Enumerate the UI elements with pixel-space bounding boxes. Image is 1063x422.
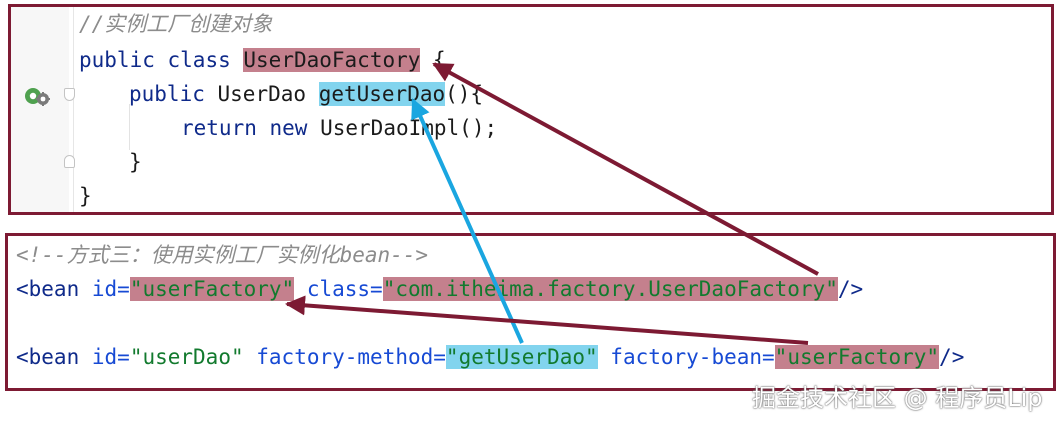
constructor-call: UserDaoImpl(); — [320, 116, 498, 140]
keyword-class: class — [167, 48, 231, 72]
java-comment: //实例工厂创建对象 — [79, 12, 273, 36]
attr-id: id= — [91, 277, 130, 301]
factory-method-value-highlight: "getUserDao" — [445, 345, 598, 369]
class-name-highlight: UserDaoFactory — [243, 48, 421, 72]
class-value-highlight: "com.itheima.factory.UserDaoFactory" — [382, 277, 838, 301]
class-close-brace: } — [79, 184, 92, 208]
java-code-panel: //实例工厂创建对象 public class UserDaoFactory {… — [8, 4, 1054, 215]
attr-class: class= — [306, 277, 383, 301]
keyword-public: public — [129, 82, 205, 106]
method-params: (){ — [445, 82, 484, 106]
id-value-highlight: "userFactory" — [129, 277, 295, 301]
java-class-declaration: public class UserDaoFactory { — [79, 45, 446, 75]
attr-id: id= — [91, 345, 130, 369]
watermark: 掘金技术社区 @ 程序员Lip — [752, 384, 1043, 412]
bean-userdao-line: <bean id="userDao" factory-method="getUs… — [16, 342, 964, 372]
method-close-brace: } — [129, 150, 142, 174]
xml-comment: <!--方式三：使用实例工厂实例化bean--> — [16, 243, 429, 267]
attr-factory-method: factory-method= — [256, 345, 446, 369]
editor-gutter — [11, 7, 69, 212]
keyword-return: return — [181, 116, 257, 140]
bean-userfactory-line: <bean id="userFactory" class="com.itheim… — [16, 274, 863, 304]
java-method-declaration: public UserDao getUserDao(){ — [129, 79, 483, 109]
gutter-divider — [73, 7, 74, 212]
spring-bean-gutter-icon[interactable] — [23, 84, 51, 108]
bean-tag-close: /> — [939, 345, 965, 369]
fold-toggle-method[interactable] — [64, 88, 75, 101]
bean-tag-open: <bean — [16, 277, 80, 301]
return-type: UserDao — [217, 82, 307, 106]
fold-end-method[interactable] — [64, 155, 75, 168]
id-value: "userDao" — [129, 345, 244, 369]
bean-tag-close: /> — [837, 277, 864, 301]
factory-bean-value-highlight: "userFactory" — [774, 345, 940, 369]
method-name-highlight: getUserDao — [318, 82, 446, 106]
open-brace: { — [420, 48, 446, 72]
xml-config-panel: <!--方式三：使用实例工厂实例化bean--> <bean id="userF… — [5, 233, 1056, 391]
java-return-statement: return new UserDaoImpl(); — [181, 113, 497, 143]
indent-guide — [129, 104, 130, 150]
attr-factory-bean: factory-bean= — [610, 345, 775, 369]
bean-tag-open: <bean — [16, 345, 80, 369]
keyword-public: public — [79, 48, 155, 72]
keyword-new: new — [269, 116, 308, 140]
